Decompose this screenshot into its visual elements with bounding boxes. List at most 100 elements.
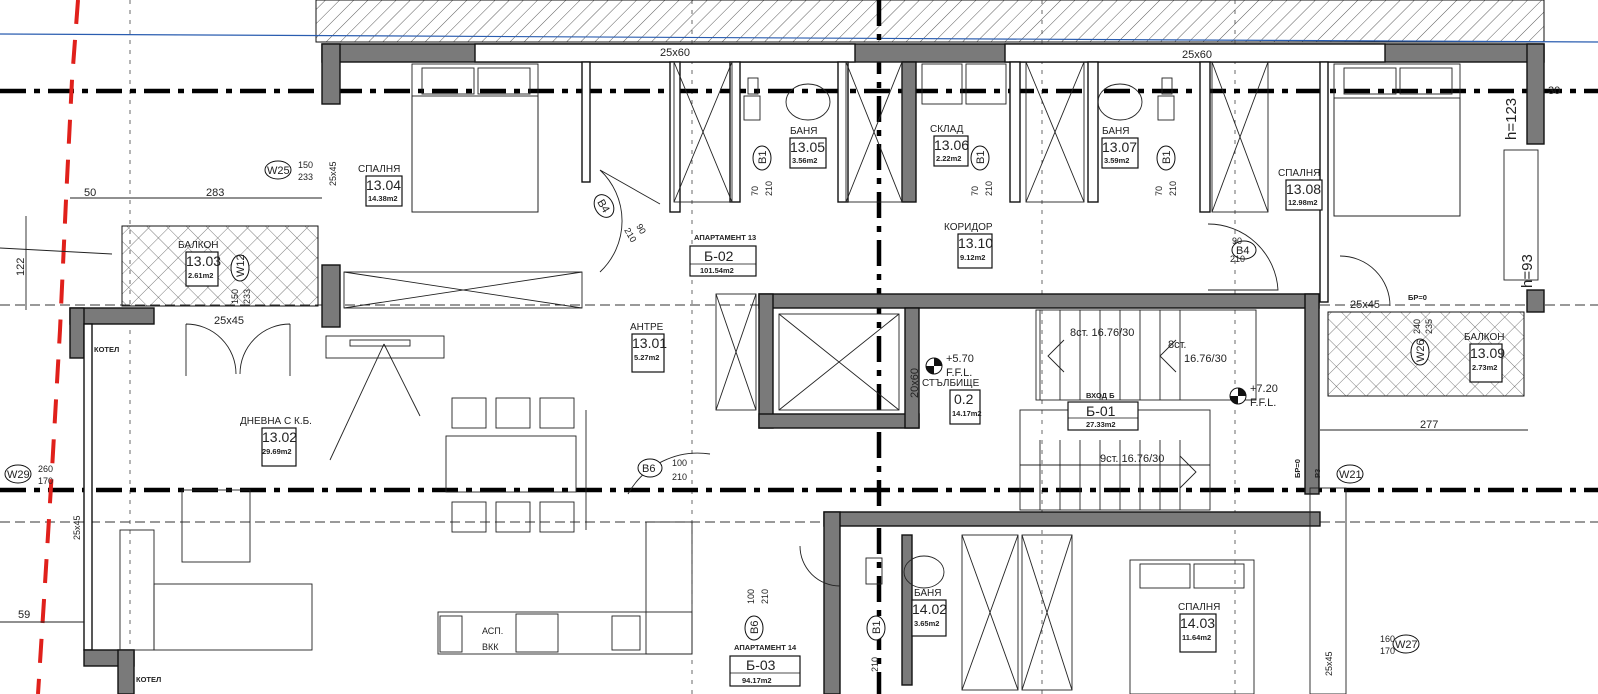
wardrobe <box>961 534 1019 691</box>
wardrobe <box>845 61 903 203</box>
dimension-text: 50 <box>84 187 96 199</box>
room-label-dnevna-302: ДНЕВНА С К.Б. 13.02 29.69m2 <box>240 416 312 467</box>
window-tag-w25: W25 <box>264 160 292 180</box>
door-dim: 90 <box>634 222 648 236</box>
kitchen-counter <box>437 521 693 655</box>
beam-label: 25x45 <box>72 515 82 540</box>
terrace-hatch <box>315 0 1545 43</box>
toilet <box>743 77 761 121</box>
svg-text:СПАЛНЯ: СПАЛНЯ <box>1178 602 1220 613</box>
door-tag-b1: B1 <box>970 145 990 171</box>
wall <box>823 511 1321 527</box>
door-tag-b6: B6 <box>744 615 764 641</box>
door-dim: 100 <box>746 589 756 604</box>
svg-text:B1: B1 <box>1161 151 1173 164</box>
window-dim: 235 <box>1424 319 1434 334</box>
balcony-floor <box>121 225 319 307</box>
svg-text:2.22m2: 2.22m2 <box>936 154 961 163</box>
window-tag-w29: W29 <box>4 464 32 484</box>
svg-text:11.64m2: 11.64m2 <box>1182 633 1211 642</box>
window-dim: 150 <box>298 160 313 170</box>
svg-text:13.05: 13.05 <box>790 139 825 155</box>
bed <box>1333 63 1461 217</box>
room-label-balkon-303: БАЛКОН 13.03 2.61m2 <box>178 240 221 287</box>
boiler-label: КОТЕЛ <box>94 345 119 354</box>
wall <box>901 534 913 686</box>
beam-label: 20x60 <box>909 368 921 398</box>
beam-label: 25x45 <box>214 315 244 327</box>
threshold-note: БР=0 <box>1293 459 1302 478</box>
door-dim: 210 <box>1168 181 1178 196</box>
door-dim: 210 <box>672 472 687 482</box>
height-note: h=93 <box>1519 254 1536 288</box>
door-tag-b4: B4 <box>1231 240 1257 260</box>
door-tag-b1: B1 <box>1156 145 1176 171</box>
svg-text:13.04: 13.04 <box>366 177 401 193</box>
window-bay <box>1309 487 1347 694</box>
door-dim: 100 <box>672 458 687 468</box>
svg-text:29.69m2: 29.69m2 <box>262 447 292 456</box>
window-dim: 160 <box>1380 634 1395 644</box>
sink <box>903 555 945 589</box>
sink <box>785 83 831 121</box>
stair-arrow <box>1179 455 1197 489</box>
door-dim: 210 <box>764 181 774 196</box>
svg-text:W27: W27 <box>1395 639 1418 651</box>
property-line <box>0 33 1598 43</box>
wardrobe <box>715 293 757 411</box>
dimension-line <box>0 247 113 255</box>
svg-text:13.08: 13.08 <box>1286 181 1321 197</box>
svg-text:АПАРТАМЕНТ 14: АПАРТАМЕНТ 14 <box>734 643 797 652</box>
svg-text:БАНЯ: БАНЯ <box>1102 126 1129 137</box>
svg-text:Б-01: Б-01 <box>1086 403 1116 419</box>
dimension-text: 59 <box>18 609 30 621</box>
wall <box>83 323 93 651</box>
svg-text:13.03: 13.03 <box>186 253 221 269</box>
window-dim: 150 <box>230 289 240 304</box>
toilet <box>1157 77 1175 121</box>
svg-text:СПАЛНЯ: СПАЛНЯ <box>358 164 400 175</box>
door-swing <box>627 452 711 495</box>
svg-text:3.59m2: 3.59m2 <box>1104 156 1129 165</box>
threshold-note: БР=0 <box>1408 293 1427 302</box>
bed <box>411 63 539 213</box>
svg-text:12.98m2: 12.98m2 <box>1288 198 1318 207</box>
svg-text:0.2: 0.2 <box>954 391 974 407</box>
bed <box>1129 559 1255 694</box>
svg-text:94.17m2: 94.17m2 <box>742 676 772 685</box>
svg-text:B6: B6 <box>642 463 655 475</box>
svg-text:БАЛКОН: БАЛКОН <box>1464 332 1505 343</box>
wardrobe <box>1021 534 1073 691</box>
room-label-banya-305: БАНЯ 13.05 3.56m2 <box>789 126 827 169</box>
room-label-koridor-310: КОРИДОР 13.10 9.12m2 <box>944 222 993 269</box>
door-tag-b1: B1 <box>866 615 886 641</box>
room-label-sklad-306: СКЛАД 13.06 2.22m2 <box>930 124 969 167</box>
wall <box>758 413 920 429</box>
door-dim: 90 <box>1232 236 1242 246</box>
room-label-banya-307: БАНЯ 13.07 3.59m2 <box>1101 126 1139 169</box>
svg-text:3.65m2: 3.65m2 <box>914 619 939 628</box>
dimension-text: 277 <box>1420 419 1438 431</box>
svg-text:БАНЯ: БАНЯ <box>790 126 817 137</box>
room-label-spalnya-308: СПАЛНЯ 13.08 12.98m2 <box>1278 168 1323 211</box>
toilet <box>865 557 883 585</box>
beam-label: 25x60 <box>1182 49 1212 61</box>
partition <box>669 61 681 213</box>
level-label: F.F.L. <box>946 367 972 379</box>
svg-text:13.10: 13.10 <box>958 235 993 251</box>
wardrobe <box>343 271 583 309</box>
svg-text:СКЛАД: СКЛАД <box>930 124 964 135</box>
svg-text:101.54m2: 101.54m2 <box>700 266 734 275</box>
door-swing <box>799 545 841 587</box>
svg-text:B1: B1 <box>871 621 883 634</box>
wall <box>474 43 856 63</box>
wall <box>901 61 917 203</box>
svg-text:АНТРЕ: АНТРЕ <box>630 322 664 333</box>
window-dim: 260 <box>38 464 53 474</box>
partition <box>1199 61 1211 213</box>
door-swing <box>599 169 661 273</box>
svg-text:ВХОД Б: ВХОД Б <box>1086 391 1115 400</box>
stair-arrow <box>1159 339 1177 373</box>
wall <box>1526 289 1545 313</box>
